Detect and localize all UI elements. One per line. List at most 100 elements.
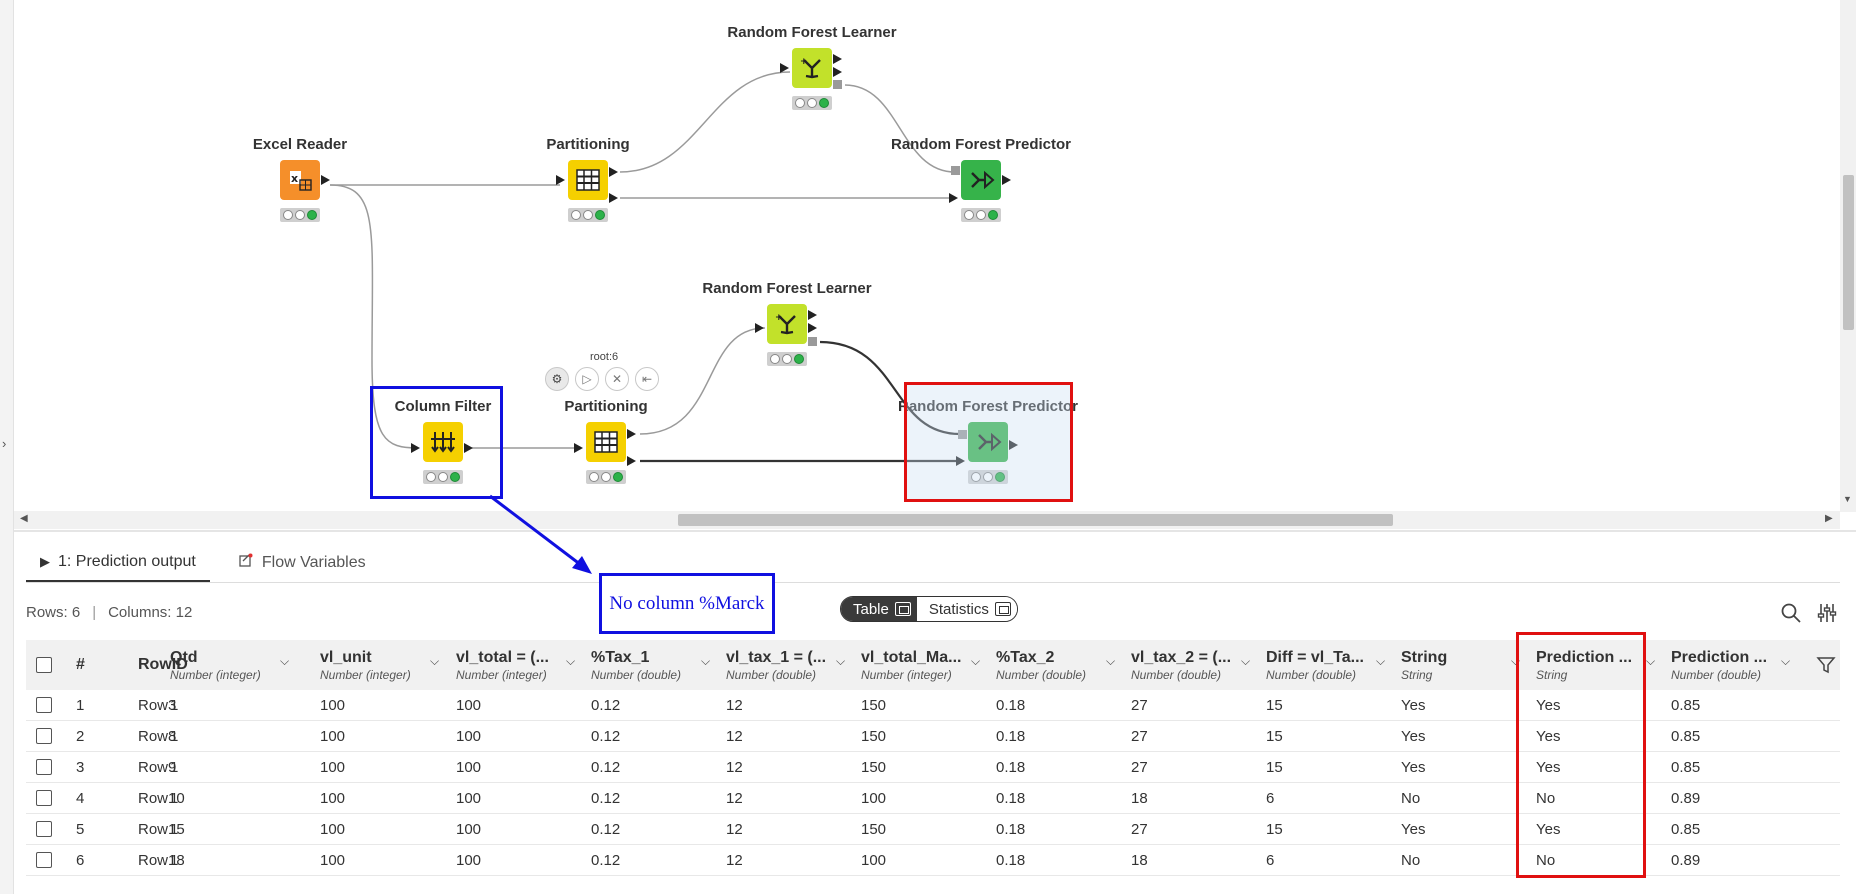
row-checkbox[interactable] [36, 852, 52, 868]
model-input-port[interactable] [958, 430, 967, 439]
column-header[interactable]: Diff = vl_Ta...Number (double)⌵ [1266, 640, 1396, 690]
table-cell: 100 [320, 727, 346, 745]
node-column-filter[interactable]: Column Filter [313, 398, 573, 508]
output-port[interactable] [609, 167, 618, 177]
rowid-header[interactable]: RowID [138, 640, 188, 690]
reset-icon[interactable]: ⇤ [635, 367, 659, 391]
open-window-icon[interactable] [894, 602, 911, 616]
node-title: Random Forest Predictor [897, 398, 1079, 415]
column-header[interactable]: Prediction ...Number (double)⌵ [1671, 640, 1801, 690]
column-name: %Tax_1 [591, 648, 650, 666]
scroll-down-icon[interactable]: ▼ [1843, 494, 1852, 504]
column-header[interactable]: vl_total_Ma...Number (integer)⌵ [861, 640, 991, 690]
chevron-down-icon[interactable]: ⌵ [1241, 654, 1251, 668]
cancel-icon[interactable]: ✕ [605, 367, 629, 391]
search-icon[interactable] [1780, 602, 1802, 624]
row-checkbox[interactable] [36, 728, 52, 744]
node-partitioning-top[interactable]: Partitioning [458, 136, 718, 246]
output-port[interactable] [833, 67, 842, 77]
table-settings-icon[interactable] [1816, 602, 1838, 624]
chevron-down-icon[interactable]: ⌵ [1646, 654, 1656, 668]
row-checkbox[interactable] [36, 697, 52, 713]
column-header[interactable]: vl_tax_2 = (...Number (double)⌵ [1131, 640, 1261, 690]
panel-divider[interactable] [14, 530, 1856, 532]
row-checkbox[interactable] [36, 821, 52, 837]
output-port[interactable] [1009, 440, 1018, 450]
node-rf-learner-top[interactable]: Random Forest Learner + [682, 24, 942, 134]
random-forest-learner-icon: + [792, 48, 832, 88]
output-port[interactable] [808, 310, 817, 320]
output-port[interactable] [808, 323, 817, 333]
node-status [968, 470, 1008, 484]
configure-icon[interactable]: ⚙ [545, 367, 569, 391]
input-port[interactable] [411, 443, 420, 453]
column-header[interactable]: vl_total = (...Number (integer)⌵ [456, 640, 586, 690]
execute-icon[interactable]: ▷ [575, 367, 599, 391]
open-window-icon[interactable] [994, 602, 1011, 616]
model-output-port[interactable] [833, 80, 842, 89]
scroll-right-icon[interactable]: ▶ [1825, 513, 1833, 524]
node-partitioning-bottom[interactable]: Partitioning [476, 398, 736, 508]
row-select-cell [36, 783, 52, 813]
output-port[interactable] [627, 429, 636, 439]
output-port[interactable] [321, 175, 330, 185]
node-rf-predictor-bottom[interactable]: Random Forest Predictor [858, 398, 1118, 508]
input-port[interactable] [780, 63, 789, 73]
chevron-right-icon[interactable]: › [2, 436, 7, 451]
input-port[interactable] [556, 175, 565, 185]
chevron-down-icon[interactable]: ⌵ [1781, 654, 1791, 668]
scroll-left-icon[interactable]: ◀ [20, 513, 28, 524]
node-excel-reader[interactable]: Excel Reader x [170, 136, 430, 246]
column-name: vl_total = (... [456, 648, 549, 666]
chevron-down-icon[interactable]: ⌵ [280, 654, 290, 668]
column-header[interactable]: vl_tax_1 = (...Number (double)⌵ [726, 640, 856, 690]
column-header[interactable]: Prediction ...String⌵ [1536, 640, 1666, 690]
filter-icon[interactable] [1816, 640, 1836, 690]
workflow-canvas[interactable]: Excel Reader x Partitioning Random Fores… [0, 0, 1856, 530]
horizontal-scroll-thumb[interactable] [678, 514, 1393, 526]
input-port[interactable] [949, 193, 958, 203]
left-gutter[interactable]: › [0, 0, 14, 894]
row-checkbox[interactable] [36, 790, 52, 806]
output-port[interactable] [1002, 175, 1011, 185]
input-port[interactable] [956, 456, 965, 466]
chevron-down-icon[interactable]: ⌵ [1511, 654, 1521, 668]
output-port[interactable] [609, 193, 618, 203]
chevron-down-icon[interactable]: ⌵ [1106, 654, 1116, 668]
model-output-port[interactable] [808, 337, 817, 346]
table-cell: 0.12 [591, 820, 621, 838]
output-port[interactable] [464, 443, 473, 453]
chevron-down-icon[interactable]: ⌵ [836, 654, 846, 668]
output-port[interactable] [833, 54, 842, 64]
chevron-down-icon[interactable]: ⌵ [430, 654, 440, 668]
statistics-view-button[interactable]: Statistics [916, 597, 1017, 621]
chevron-down-icon[interactable]: ⌵ [701, 654, 711, 668]
model-input-port[interactable] [951, 166, 960, 175]
tab-flow-variables[interactable]: Flow Variables [224, 543, 380, 583]
chevron-down-icon[interactable]: ⌵ [1376, 654, 1386, 668]
chevron-down-icon[interactable]: ⌵ [971, 654, 981, 668]
table-view-button[interactable]: Table [841, 597, 917, 621]
vertical-scroll-thumb[interactable] [1843, 175, 1854, 330]
column-type: Number (double) [726, 667, 817, 682]
input-port[interactable] [574, 443, 583, 453]
input-port[interactable] [755, 323, 764, 333]
tab-prediction-output[interactable]: ▶ 1: Prediction output [26, 543, 210, 583]
row-checkbox[interactable] [36, 759, 52, 775]
output-port[interactable] [627, 456, 636, 466]
node-rf-learner-bottom[interactable]: Random Forest Learner + [657, 280, 917, 390]
select-all-checkbox[interactable] [36, 657, 52, 673]
node-rf-predictor-top[interactable]: Random Forest Predictor [851, 136, 1111, 246]
chevron-down-icon[interactable]: ⌵ [566, 654, 576, 668]
